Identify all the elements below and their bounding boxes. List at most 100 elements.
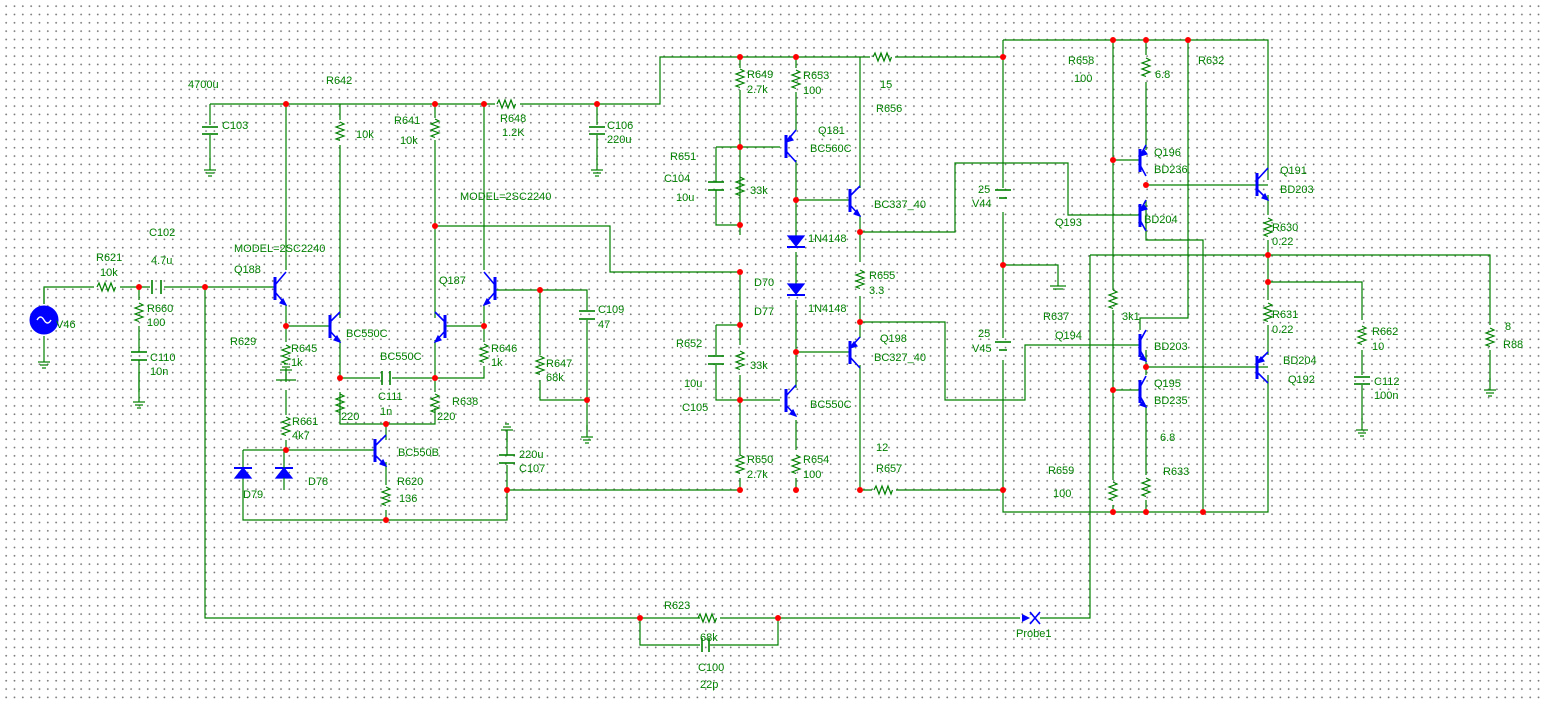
q195-transistor — [1138, 375, 1148, 409]
label-c106-value: 220u — [607, 134, 631, 146]
label-r645-value: 1k — [291, 357, 303, 369]
label-r650-value: 2.7k — [747, 469, 768, 481]
label-r662: R662 — [1372, 326, 1398, 338]
label-r631-value: 0.22 — [1272, 324, 1293, 336]
label-c105-value: 10u — [684, 378, 702, 390]
label-r646: R646 — [491, 343, 517, 355]
c107-capacitor — [499, 454, 515, 464]
label-r661-value: 4k7 — [292, 430, 310, 442]
label-r661: R661 — [292, 416, 318, 428]
label-q195: Q195 — [1154, 378, 1181, 390]
label-q188: Q188 — [234, 264, 261, 276]
label-r655: R655 — [869, 270, 895, 282]
q192-transistor — [1255, 351, 1269, 384]
label-c109: C109 — [598, 304, 624, 316]
label-c111-value: 1n — [380, 406, 392, 418]
label-d78: D78 — [308, 476, 328, 488]
r648-resistor — [496, 99, 517, 109]
label-q196: Q196 — [1154, 147, 1181, 159]
label-d79: D79 — [243, 489, 263, 501]
probe1-marker[interactable] — [1022, 611, 1041, 625]
label-r630: R630 — [1272, 222, 1298, 234]
label-r637: R637 — [1043, 311, 1069, 323]
label-r652-value: 33k — [750, 360, 768, 372]
r638-resistor — [430, 393, 440, 414]
q193-transistor — [1138, 199, 1149, 232]
label-c103: C103 — [222, 120, 248, 132]
label-model-q188: MODEL=2SC2240 — [234, 243, 325, 255]
label-r656: R656 — [876, 103, 902, 115]
label-r620-value: 136 — [399, 493, 417, 505]
label-r653: R653 — [803, 70, 829, 82]
bc550c-left-transistor — [328, 311, 342, 344]
label-r632-value: 6.8 — [1155, 69, 1170, 81]
r660-resistor — [134, 302, 144, 323]
label-q181: Q181 — [818, 125, 845, 137]
label-r3k1: 3k1 — [1122, 311, 1140, 323]
label-r657-value: 12 — [876, 442, 888, 454]
label-r648: R648 — [500, 113, 526, 125]
label-r659: R659 — [1048, 465, 1074, 477]
label-r623-value: 68k — [700, 632, 718, 644]
r633-resistor — [1141, 477, 1151, 498]
label-r647: R647 — [546, 358, 572, 370]
q181-transistor — [784, 129, 797, 163]
bc550c-right-transistor — [433, 311, 447, 344]
label-r633: R633 — [1163, 466, 1189, 478]
labels: 4700u R642 C103 R641 10k 10k R648 1.2K C… — [56, 55, 1523, 691]
c105-capacitor — [708, 355, 724, 365]
label-c106: C106 — [607, 120, 633, 132]
label-bc337: BC337_40 — [874, 199, 926, 211]
label-r646-value: 1k — [491, 357, 503, 369]
r631-resistor — [1263, 302, 1273, 323]
r655-resistor — [855, 269, 865, 290]
label-r632: R632 — [1198, 55, 1224, 67]
label-q198: Q198 — [880, 333, 907, 345]
label-c110: C110 — [150, 352, 175, 364]
label-c103-value: 4700u — [188, 79, 219, 91]
r630-resistor — [1263, 217, 1273, 238]
label-r642: R642 — [326, 75, 352, 87]
r662-resistor — [1357, 325, 1367, 346]
label-bc327: BC327_40 — [874, 352, 926, 364]
label-r642-value: 10k — [356, 129, 374, 141]
label-probe1: Probe1 — [1016, 628, 1051, 640]
label-q187: Q187 — [439, 275, 466, 287]
label-c102: C102 — [149, 227, 175, 239]
label-c104: C104 — [664, 173, 690, 185]
r621-resistor — [96, 282, 117, 292]
d79-diode — [233, 467, 253, 479]
label-r662-value: 10 — [1372, 341, 1384, 353]
r656-resistor — [872, 52, 893, 62]
label-r651: R651 — [670, 151, 696, 163]
r647-resistor — [535, 355, 545, 376]
label-bd235: BD235 — [1154, 395, 1188, 407]
label-r658: R658 — [1068, 55, 1094, 67]
label-c102-value: 4.7u — [151, 255, 172, 267]
q194-transistor — [1138, 329, 1148, 363]
label-bd236: BD236 — [1154, 164, 1188, 176]
label-r629-value: 220 — [341, 411, 359, 423]
q187-transistor — [482, 271, 497, 307]
label-c100: C100 — [698, 662, 724, 674]
label-r660-value: 100 — [147, 317, 165, 329]
label-1n4148-b: 1N4148 — [808, 303, 847, 315]
label-c107: C107 — [519, 463, 545, 475]
label-model-q187: MODEL=2SC2240 — [460, 191, 551, 203]
label-v44-value: 25 — [978, 184, 990, 196]
label-v44: V44 — [972, 198, 992, 210]
r654-resistor — [791, 454, 801, 475]
c102-capacitor — [151, 280, 162, 294]
v45-battery — [995, 341, 1011, 351]
label-1n4148-a: 1N4148 — [808, 233, 847, 245]
q188-transistor — [273, 271, 288, 307]
label-v46: V46 — [56, 319, 76, 331]
q198-transistor — [848, 336, 861, 369]
label-r657: R657 — [876, 463, 902, 475]
c112-capacitor — [1354, 376, 1370, 385]
r645-resistor — [281, 344, 291, 365]
label-r645: R645 — [291, 343, 317, 355]
r661-resistor — [281, 416, 291, 437]
label-r621: R621 — [96, 252, 122, 264]
r620-resistor — [381, 486, 391, 507]
